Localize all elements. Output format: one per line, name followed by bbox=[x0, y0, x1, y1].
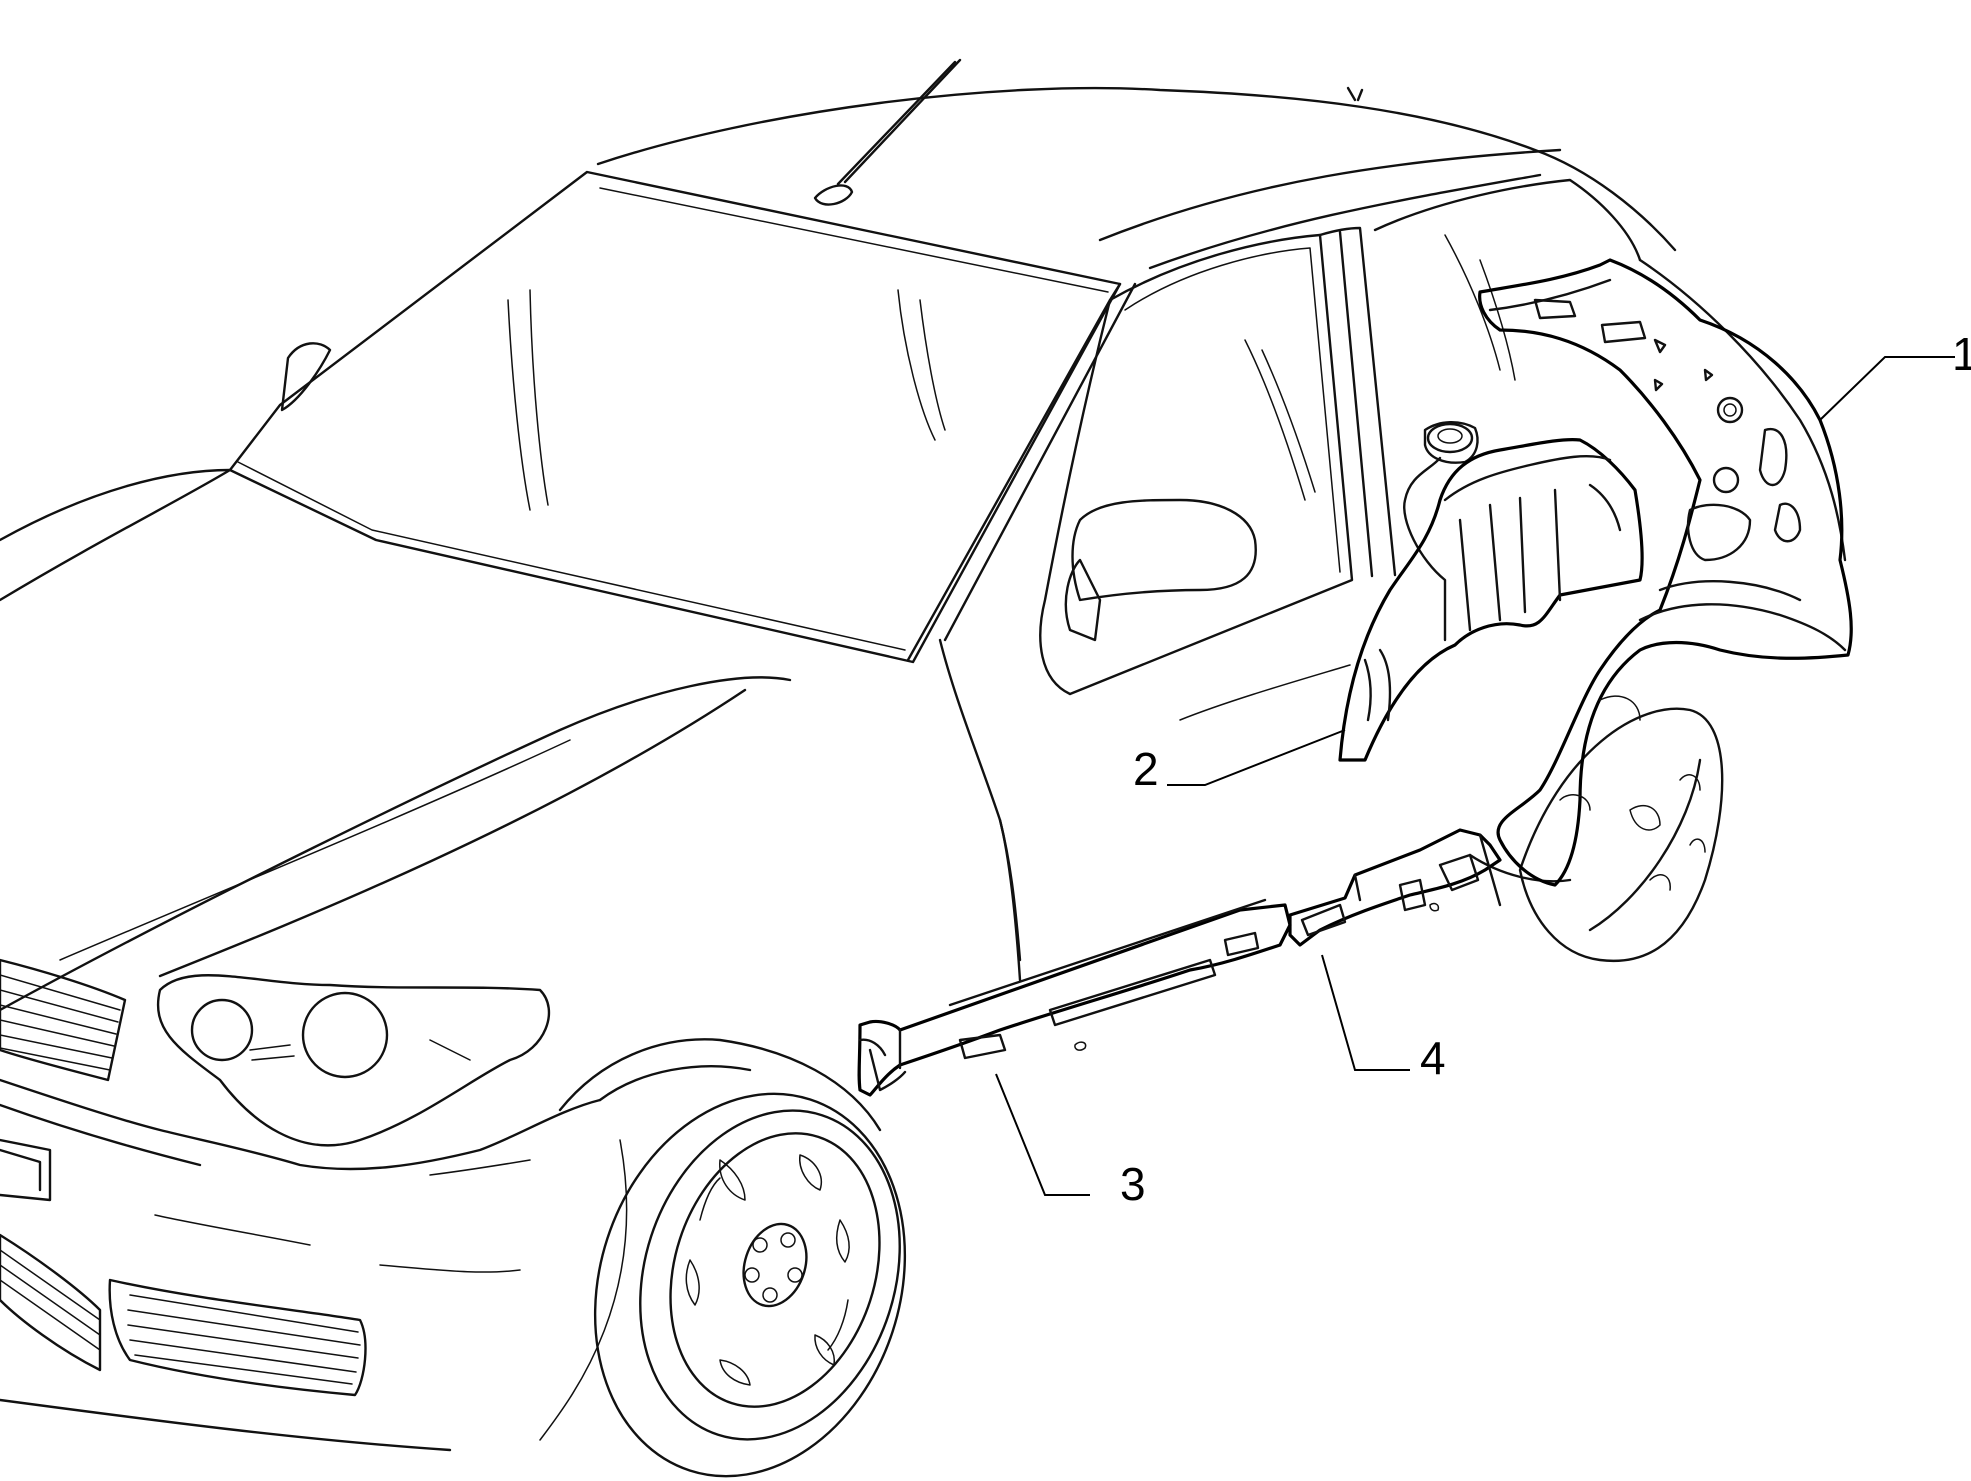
side-mirror bbox=[1064, 498, 1257, 642]
part-1-rear-quarter-panel bbox=[1478, 258, 1853, 887]
antenna bbox=[813, 58, 962, 206]
front-fascia bbox=[0, 958, 602, 1452]
headlight-lamp bbox=[301, 991, 389, 1079]
callout-2-label: 2 bbox=[1133, 743, 1159, 795]
callout-1: 1 bbox=[1819, 328, 1971, 421]
part-2-pillar-panel bbox=[1338, 421, 1644, 762]
grille bbox=[0, 958, 127, 1082]
front-wheel bbox=[593, 1092, 907, 1478]
lower-grille bbox=[108, 1278, 367, 1397]
headlight bbox=[156, 974, 551, 1147]
part-3-front-sill bbox=[857, 898, 1292, 1097]
callout-2: 2 bbox=[1133, 729, 1346, 795]
roof-line bbox=[596, 86, 1677, 252]
car-body bbox=[0, 58, 1847, 1478]
part-4-rear-sill bbox=[1288, 828, 1502, 947]
callout-4-label: 4 bbox=[1420, 1032, 1446, 1084]
callout-4: 4 bbox=[1321, 954, 1446, 1084]
rear-door-window bbox=[1373, 178, 1642, 262]
rear-wheel bbox=[1518, 707, 1724, 962]
windshield bbox=[228, 170, 1122, 664]
headlight-lamp bbox=[190, 998, 254, 1062]
front-door-window bbox=[1039, 233, 1354, 696]
callout-3: 3 bbox=[995, 1073, 1146, 1210]
front-wheel-arch bbox=[558, 1038, 882, 1132]
callout-1-label: 1 bbox=[1952, 328, 1971, 380]
hood bbox=[0, 468, 232, 542]
callout-3-label: 3 bbox=[1120, 1158, 1146, 1210]
